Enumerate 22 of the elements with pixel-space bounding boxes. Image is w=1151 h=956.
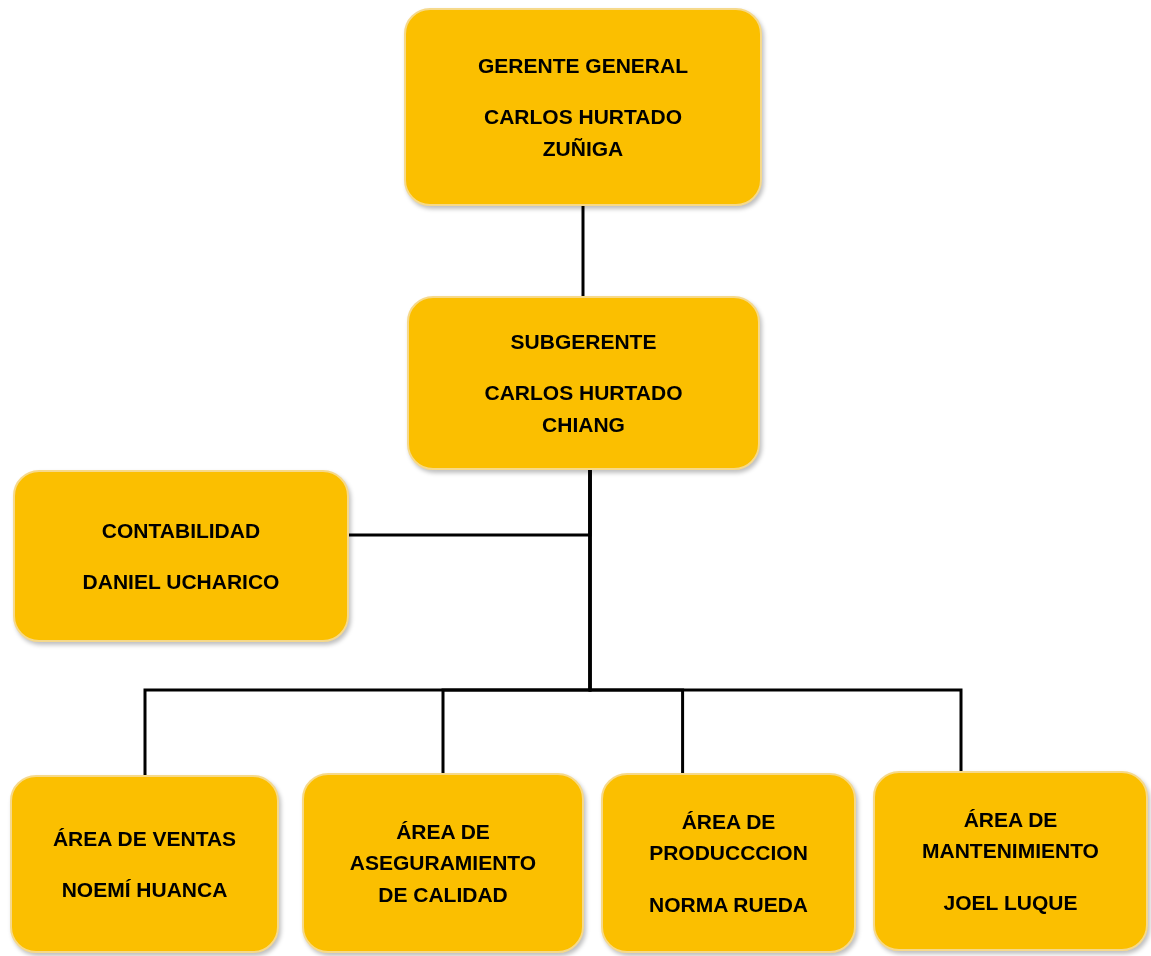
position-title: ÁREA DE ASEGURAMIENTO DE CALIDAD (348, 818, 538, 908)
org-box (407, 296, 760, 470)
person-name: NORMA RUEDA (648, 891, 809, 918)
position-title: GERENTE GENERAL (478, 52, 688, 79)
connector-line (588, 470, 963, 771)
position-title: CONTABILIDAD (101, 517, 261, 544)
org-box (601, 773, 856, 953)
person-name: CARLOS HURTADO CHIANG (483, 380, 684, 438)
person-name: JOEL LUQUE (943, 889, 1078, 916)
connector-line (581, 206, 585, 296)
position-title: SUBGERENTE (510, 328, 657, 355)
position-title: ÁREA DE MANTENIMIENTO (921, 806, 1100, 865)
person-name: NOEMÍ HUANCA (61, 877, 228, 903)
org-box (10, 775, 279, 953)
org-box (873, 771, 1148, 951)
person-name: CARLOS HURTADO ZUÑIGA (483, 104, 683, 162)
person-name: DANIEL UCHARICO (82, 569, 280, 595)
org-box (302, 773, 584, 953)
org-box (404, 8, 762, 206)
position-title: ÁREA DE PRODUCCCION (648, 808, 809, 867)
org-box (13, 470, 349, 642)
position-title: ÁREA DE VENTAS (52, 825, 237, 852)
